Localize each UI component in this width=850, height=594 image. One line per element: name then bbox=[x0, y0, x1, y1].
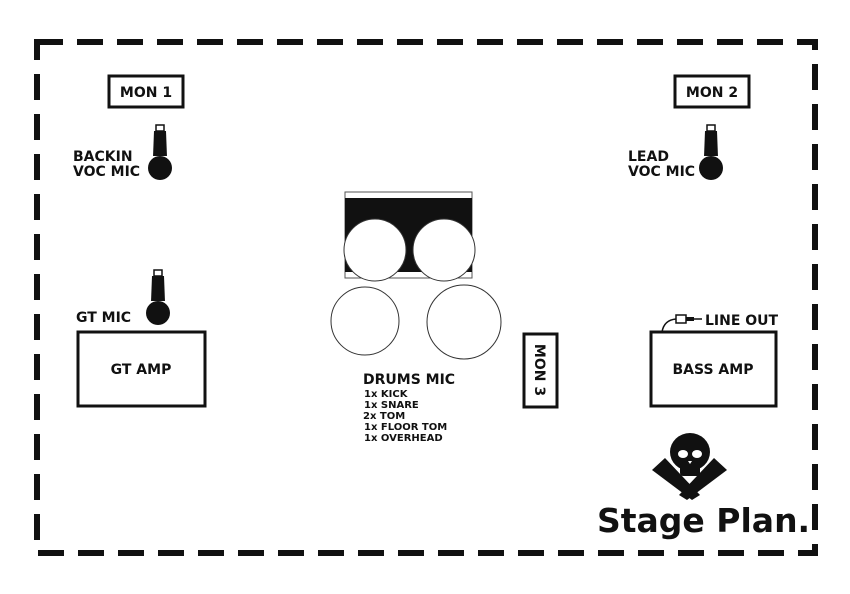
monitor-1: MON 1 bbox=[107, 74, 185, 109]
tom-2 bbox=[412, 218, 476, 282]
monitor-2: MON 2 bbox=[673, 74, 751, 109]
jack-cable-icon bbox=[661, 314, 702, 333]
drums-mic-item: 2x TOM bbox=[363, 411, 405, 422]
drums-mic-item: 1x KICK bbox=[364, 389, 409, 400]
monitor-3: MON 3 bbox=[522, 332, 559, 409]
stage-plan-title: Stage Plan. bbox=[597, 501, 810, 540]
guitar-microphone-icon bbox=[145, 269, 171, 326]
bass-amp-label: BASS AMP bbox=[673, 362, 754, 378]
skull-crossed-brushes-icon bbox=[652, 433, 727, 500]
guitar-amp-label: GT AMP bbox=[111, 362, 172, 378]
monitor-1-label: MON 1 bbox=[120, 85, 172, 101]
monitor-2-label: MON 2 bbox=[686, 85, 738, 101]
backing-vocal-mic-label-line2: VOC MIC bbox=[73, 164, 140, 180]
drum-kit bbox=[330, 191, 502, 360]
stage-boundary bbox=[34, 39, 818, 556]
backing-vocal-microphone-icon bbox=[147, 124, 173, 181]
tom-1 bbox=[343, 218, 407, 282]
drums-mic-item: 1x FLOOR TOM bbox=[364, 422, 447, 433]
bass-amp: BASS AMP bbox=[649, 330, 778, 408]
monitor-3-label: MON 3 bbox=[531, 344, 547, 396]
guitar-amp: GT AMP bbox=[76, 330, 207, 408]
snare bbox=[330, 286, 400, 356]
lead-vocal-microphone-icon bbox=[698, 124, 724, 181]
floor-tom bbox=[426, 284, 502, 360]
line-out-label: LINE OUT bbox=[705, 313, 779, 329]
drums-mic-item: 1x OVERHEAD bbox=[364, 433, 443, 444]
guitar-mic-label: GT MIC bbox=[76, 310, 131, 326]
drums-mic-heading: DRUMS MIC bbox=[363, 372, 455, 388]
backing-vocal-mic-label-line1: BACKIN bbox=[73, 149, 133, 165]
lead-vocal-mic-label-line2: VOC MIC bbox=[628, 164, 695, 180]
lead-vocal-mic-label-line1: LEAD bbox=[628, 149, 669, 165]
drums-mic-item: 1x SNARE bbox=[364, 400, 419, 411]
